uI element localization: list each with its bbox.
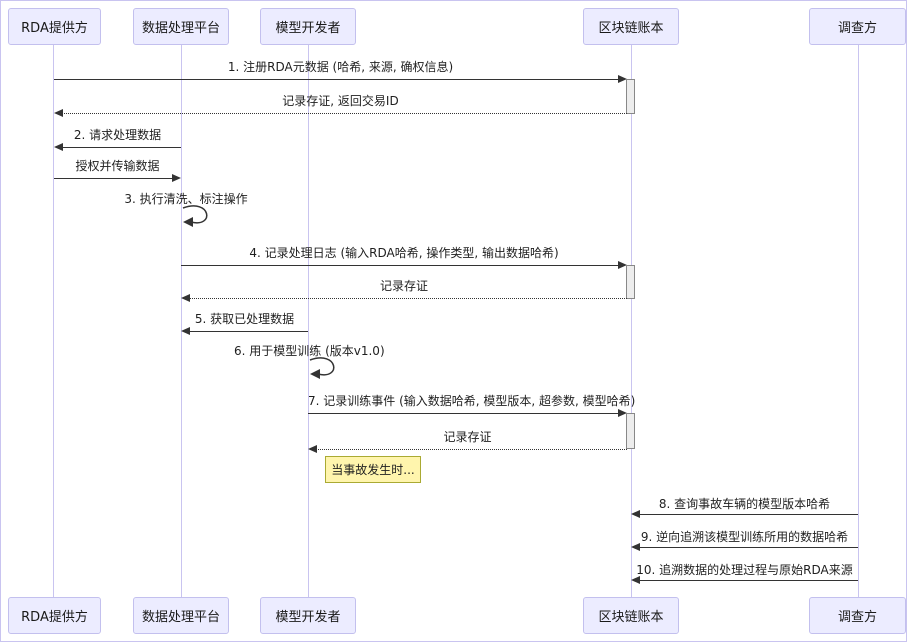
arrowhead-left-icon xyxy=(631,510,640,518)
arrowhead-left-icon xyxy=(631,576,640,584)
lifeline-data-platform xyxy=(181,45,182,598)
message-arrow-9 xyxy=(638,547,858,548)
actor-model-developer-bottom: 模型开发者 xyxy=(260,597,356,634)
message-arrow-8 xyxy=(638,514,858,515)
arrowhead-left-icon xyxy=(54,109,63,117)
actor-investigator-top: 调查方 xyxy=(809,8,906,45)
self-loop-icon xyxy=(309,357,335,379)
message-arrow-1 xyxy=(54,79,619,80)
message-arrow-1-return xyxy=(61,113,627,114)
arrowhead-left-icon xyxy=(181,294,190,302)
arrowhead-right-icon xyxy=(618,75,627,83)
message-label-9: 9. 逆向追溯该模型训练所用的数据哈希 xyxy=(640,530,849,544)
lifeline-blockchain-ledger xyxy=(631,45,632,598)
message-arrow-4 xyxy=(181,265,619,266)
message-label-4: 4. 记录处理日志 (输入RDA哈希, 操作类型, 输出数据哈希) xyxy=(249,246,559,260)
activation-bar-ledger-3 xyxy=(626,413,635,449)
arrowhead-left-icon xyxy=(631,543,640,551)
message-label-8: 8. 查询事故车辆的模型版本哈希 xyxy=(658,497,831,511)
message-arrow-5 xyxy=(188,331,308,332)
actor-data-platform-top: 数据处理平台 xyxy=(133,8,229,45)
arrowhead-left-icon xyxy=(181,327,190,335)
message-label-2b: 授权并传输数据 xyxy=(75,159,160,173)
arrowhead-left-icon xyxy=(54,143,63,151)
message-label-7-return: 记录存证 xyxy=(443,430,492,444)
arrowhead-left-icon xyxy=(308,445,317,453)
actor-blockchain-ledger-top: 区块链账本 xyxy=(583,8,679,45)
actor-model-developer-top: 模型开发者 xyxy=(260,8,356,45)
message-arrow-2b xyxy=(54,178,173,179)
message-arrow-10 xyxy=(638,580,858,581)
message-label-5: 5. 获取已处理数据 xyxy=(194,312,295,326)
actor-blockchain-ledger-bottom: 区块链账本 xyxy=(583,597,679,634)
lifeline-investigator xyxy=(858,45,859,598)
message-label-10: 10. 追溯数据的处理过程与原始RDA来源 xyxy=(636,563,853,577)
message-label-7: 7. 记录训练事件 (输入数据哈希, 模型版本, 超参数, 模型哈希) xyxy=(308,394,636,408)
self-loop-icon xyxy=(182,205,208,227)
actor-rda-provider-bottom: RDA提供方 xyxy=(8,597,101,634)
lifeline-rda-provider xyxy=(53,45,54,598)
message-label-1-return: 记录存证, 返回交易ID xyxy=(282,94,399,108)
message-arrow-4-return xyxy=(188,298,627,299)
message-arrow-2 xyxy=(61,147,181,148)
actor-data-platform-bottom: 数据处理平台 xyxy=(133,597,229,634)
activation-bar-ledger-1 xyxy=(626,79,635,114)
activation-bar-ledger-2 xyxy=(626,265,635,299)
arrowhead-right-icon xyxy=(618,409,627,417)
message-label-1: 1. 注册RDA元数据 (哈希, 来源, 确权信息) xyxy=(227,60,454,74)
message-arrow-7-return xyxy=(315,449,627,450)
actor-investigator-bottom: 调查方 xyxy=(809,597,906,634)
lifeline-model-developer xyxy=(308,45,309,598)
message-arrow-7 xyxy=(308,413,619,414)
message-label-2: 2. 请求处理数据 xyxy=(73,128,162,142)
message-label-4-return: 记录存证 xyxy=(379,279,428,293)
arrowhead-right-icon xyxy=(172,174,181,182)
arrowhead-right-icon xyxy=(618,261,627,269)
actor-rda-provider-top: RDA提供方 xyxy=(8,8,101,45)
message-label-6: 6. 用于模型训练 (版本v1.0) xyxy=(234,344,385,358)
message-label-3: 3. 执行清洗、标注操作 xyxy=(124,192,248,206)
note-box: 当事故发生时... xyxy=(325,456,421,483)
